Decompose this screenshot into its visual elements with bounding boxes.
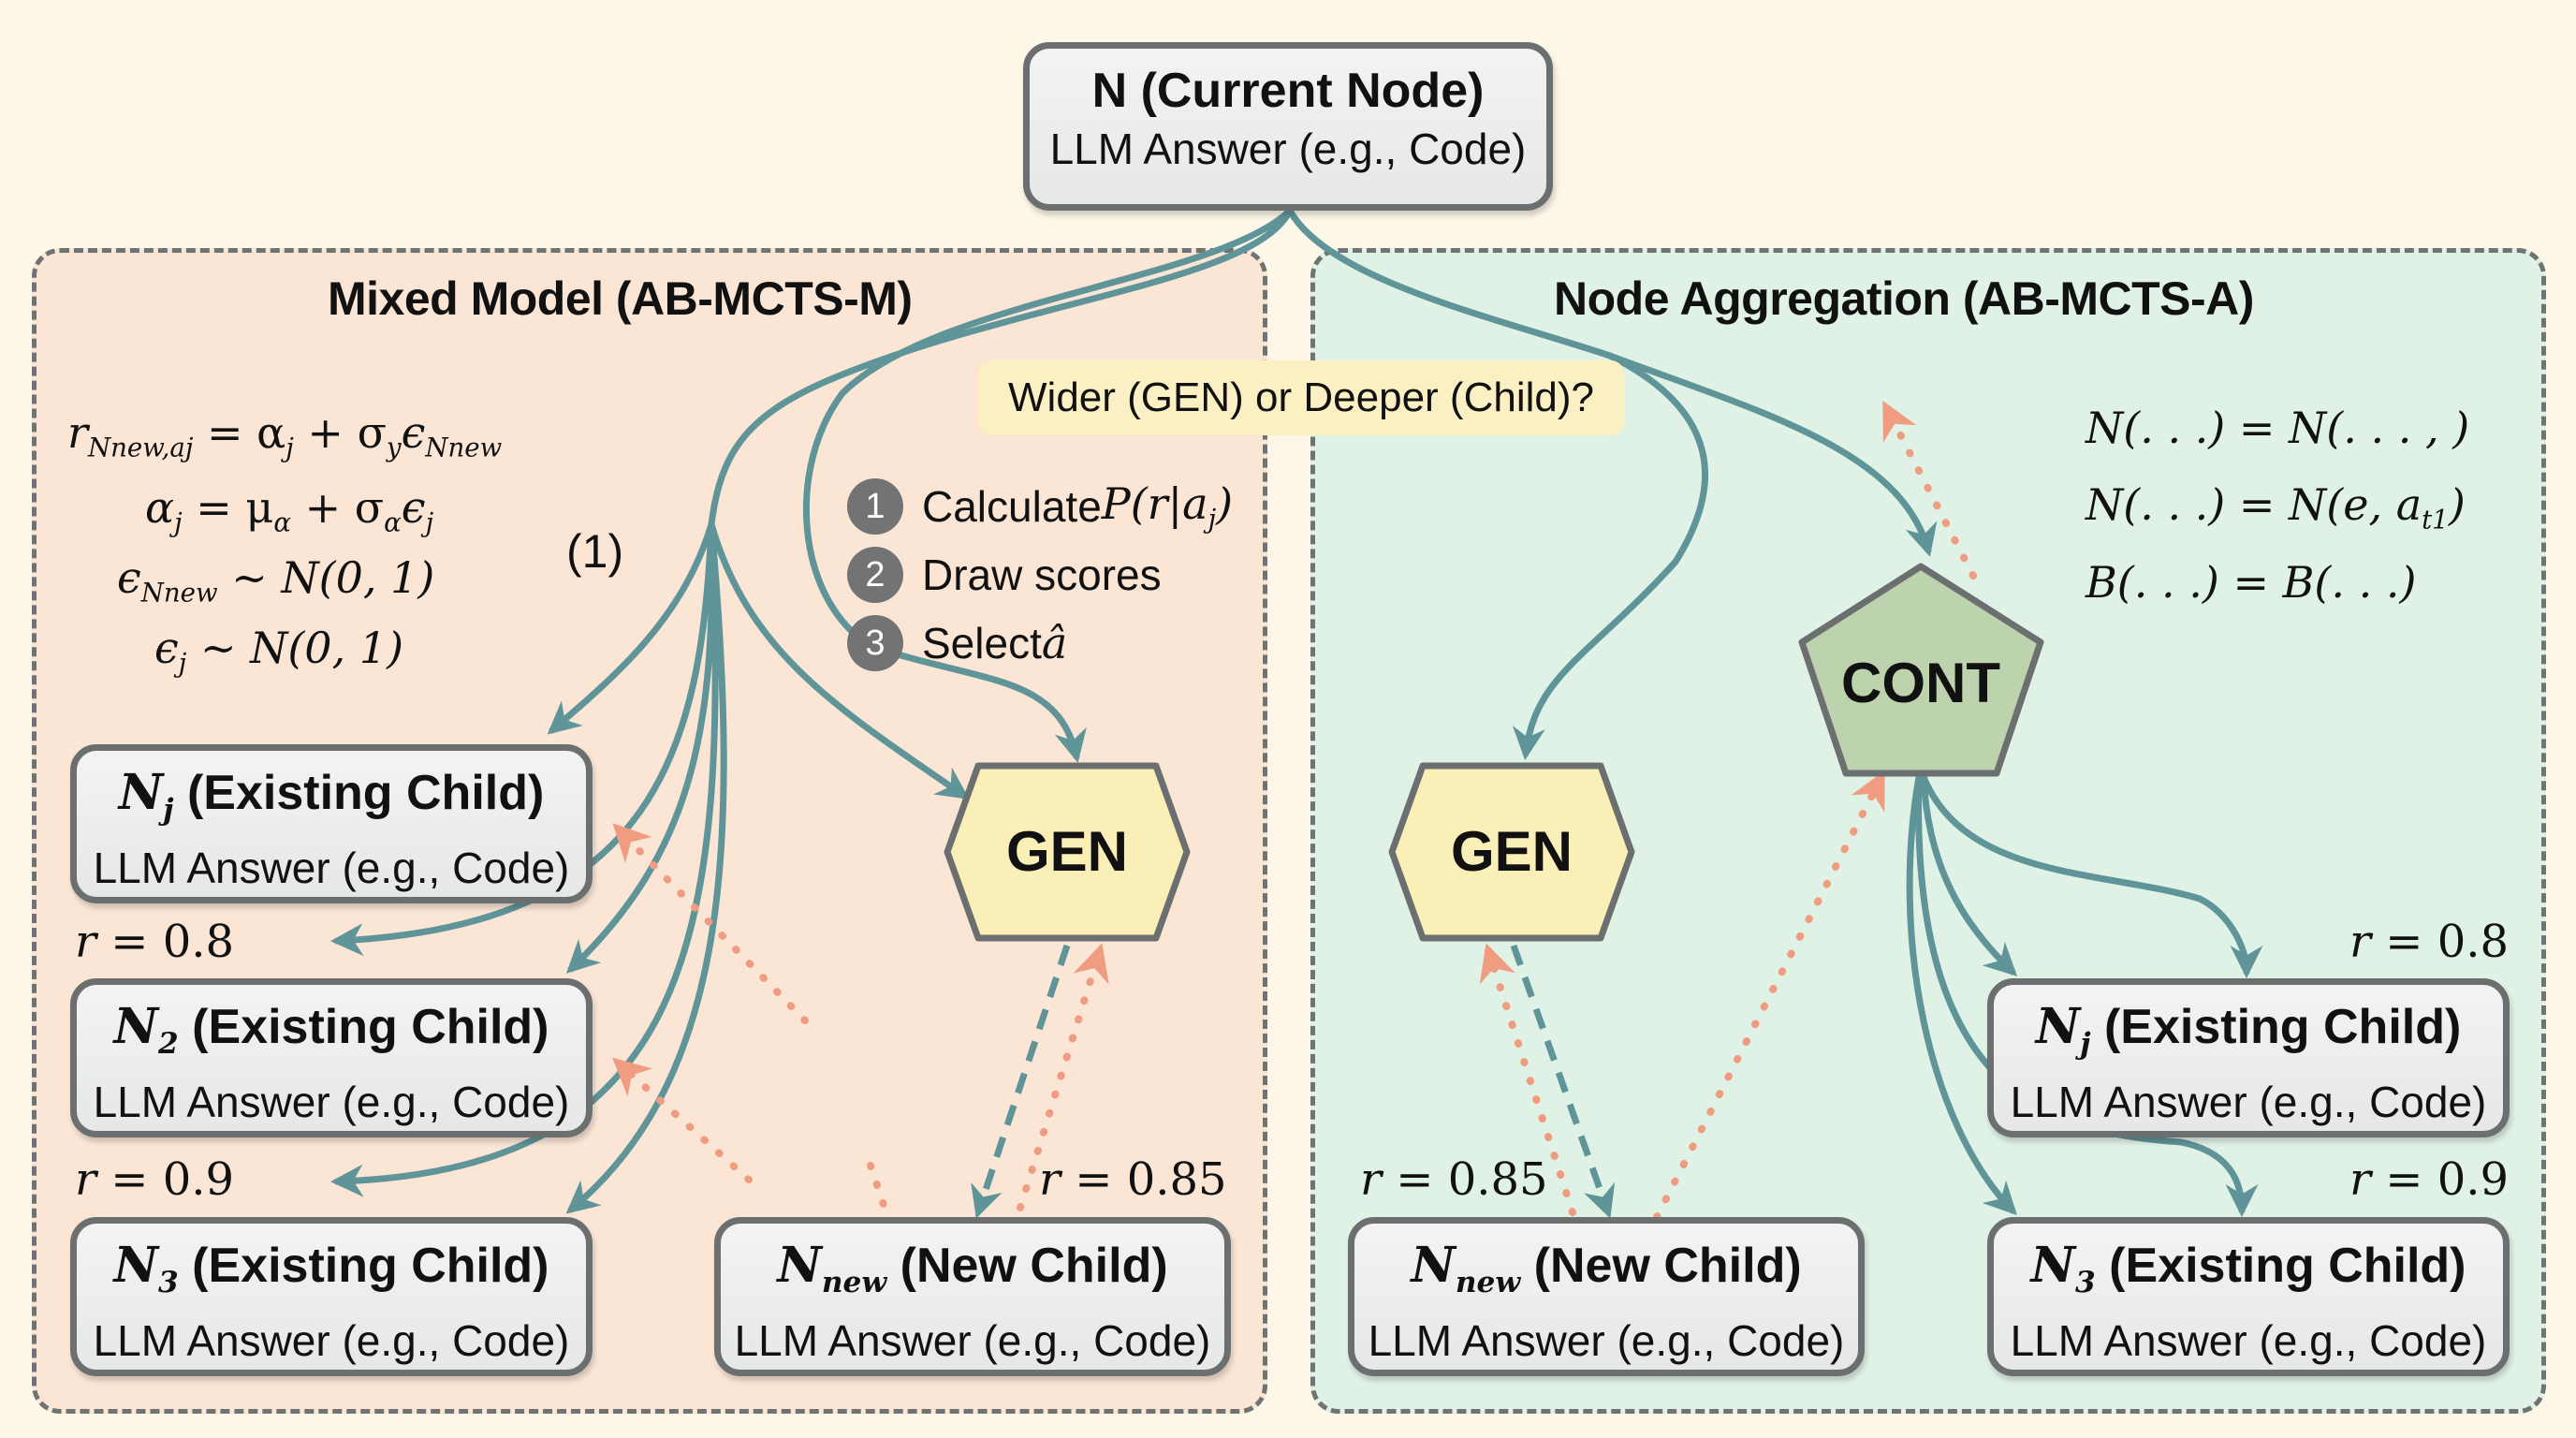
right-node-nj[interactable]: Nj (Existing Child) LLM Answer (e.g., Co… <box>1987 978 2510 1137</box>
gen-hexagon-left <box>944 762 1191 942</box>
step-1: 1 Calculate P(r|aj) <box>847 477 1233 536</box>
edge-fan-to-n2-a <box>330 521 715 957</box>
gen-label-left: GEN <box>1005 820 1129 883</box>
left-node-nj[interactable]: Nj (Existing Child) LLM Answer (e.g., Co… <box>70 744 593 903</box>
edge-fan-to-gen-left <box>708 521 970 800</box>
reward-label-n3-left: r = 0.9 <box>75 1153 235 1206</box>
cont-label: CONT <box>1841 652 2000 714</box>
edge-root-to-steps <box>802 207 1294 763</box>
step-number-badge: 1 <box>847 478 903 535</box>
cont-pentagon <box>1798 563 2044 777</box>
step-number-badge: 3 <box>847 615 903 671</box>
mixed-model-title: Mixed Model (AB-MCTS-M) <box>328 272 913 325</box>
step-3: 3 Select â <box>847 614 1067 672</box>
agg-equation-3: B(. . .) = B(. . .) <box>2086 557 2417 608</box>
edge-cont-to-nj-a <box>1920 773 2018 976</box>
wider-or-deeper-banner: Wider (GEN) or Deeper (Child)? <box>978 360 1624 435</box>
backprop-nnew-to-gen-left <box>1017 943 1109 1211</box>
equation-line-3: ϵNnew ~ N(0, 1) <box>117 552 435 609</box>
edge-cont-to-nj-b <box>1920 773 2263 978</box>
edge-fan-to-nj <box>547 521 715 735</box>
left-node-nnew[interactable]: Nnew (New Child) LLM Answer (e.g., Code) <box>714 1217 1231 1376</box>
edge-fan-to-n3-b <box>565 521 727 1214</box>
root-node-subtitle: LLM Answer (e.g., Code) <box>1049 125 1527 173</box>
agg-equation-2: N(. . .) = N(e, at1) <box>2086 479 2466 536</box>
root-node[interactable]: N (Current Node) LLM Answer (e.g., Code) <box>1023 42 1553 211</box>
gen-label-right: GEN <box>1450 820 1573 883</box>
equation-line-4: ϵj ~ N(0, 1) <box>154 623 404 679</box>
backprop-nnew-to-cont <box>1653 770 1885 1221</box>
right-node-nnew[interactable]: Nnew (New Child) LLM Answer (e.g., Code) <box>1348 1217 1865 1376</box>
edge-cont-to-n3-a <box>1906 773 2017 1216</box>
left-node-n2[interactable]: N2 (Existing Child) LLM Answer (e.g., Co… <box>70 978 593 1137</box>
root-node-title: N (Current Node) <box>1091 64 1485 118</box>
right-node-n3[interactable]: N3 (Existing Child) LLM Answer (e.g., Co… <box>1987 1217 2510 1376</box>
reward-label-nnew-right: r = 0.85 <box>1360 1153 1548 1206</box>
backprop-partial-left <box>867 1162 888 1211</box>
reward-label-nj-right: r = 0.8 <box>2349 916 2510 968</box>
edge-gen-left-to-nnew <box>971 944 1071 1219</box>
reward-label-n3-right: r = 0.9 <box>2349 1153 2510 1206</box>
gen-hexagon-right <box>1388 762 1635 942</box>
edge-root-to-right-fan <box>1286 207 1614 360</box>
equation-line-1: rNnew,aj = αj + σyϵNnew <box>67 407 503 463</box>
step-2: 2 Draw scores <box>847 546 1162 604</box>
edge-fan-to-n3-a <box>330 521 719 1197</box>
node-aggregation-title: Node Aggregation (AB-MCTS-A) <box>1554 272 2254 325</box>
reward-label-nnew-left: r = 0.85 <box>1039 1153 1227 1206</box>
agg-equation-1: N(. . .) = N(. . . , ) <box>2086 403 2470 453</box>
backprop-to-nj-left <box>612 823 809 1024</box>
left-node-n3[interactable]: N3 (Existing Child) LLM Answer (e.g., Co… <box>70 1217 593 1376</box>
equation-number: (1) <box>566 525 624 578</box>
equation-line-2: αj = μα + σαϵj <box>145 482 434 538</box>
backprop-nnew-to-gen-right <box>1479 943 1576 1216</box>
backprop-to-n2-left <box>612 1057 753 1183</box>
edge-gen-right-to-nnew <box>1510 944 1616 1219</box>
edge-right-fan-to-gen <box>1512 352 1709 760</box>
edge-right-fan-to-cont <box>1606 352 1938 557</box>
reward-label-n2-left: r = 0.8 <box>75 916 235 968</box>
step-number-badge: 2 <box>847 547 903 603</box>
edge-fan-to-n2-b <box>565 521 716 974</box>
backprop-cont-to-root <box>1882 400 1977 580</box>
